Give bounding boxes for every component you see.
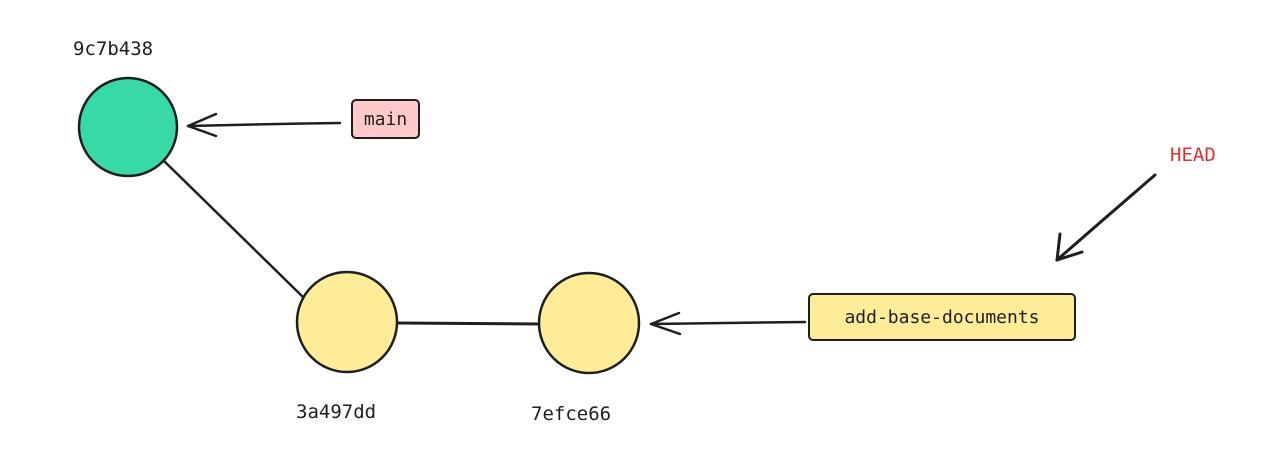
arrow-head-to-branch <box>1055 173 1157 262</box>
arrow-main-to-commit <box>186 112 342 138</box>
commit-node-9c7b438[interactable] <box>77 76 179 178</box>
edge-9c7b438-3a497dd <box>161 158 306 300</box>
commit-label-7efce66: 7efce66 <box>531 403 612 425</box>
branch-tag-add-base-documents[interactable]: add-base-documents <box>808 293 1076 341</box>
edge-3a497dd-7efce66 <box>396 321 543 326</box>
branch-tag-main[interactable]: main <box>351 99 420 139</box>
arrow-branch-to-commit <box>649 311 807 336</box>
head-pointer-label: HEAD <box>1170 144 1216 166</box>
commit-node-3a497dd[interactable] <box>295 270 399 374</box>
commit-label-9c7b438: 9c7b438 <box>73 38 154 60</box>
commit-node-7efce66[interactable] <box>537 271 641 375</box>
commit-label-3a497dd: 3a497dd <box>296 401 377 423</box>
